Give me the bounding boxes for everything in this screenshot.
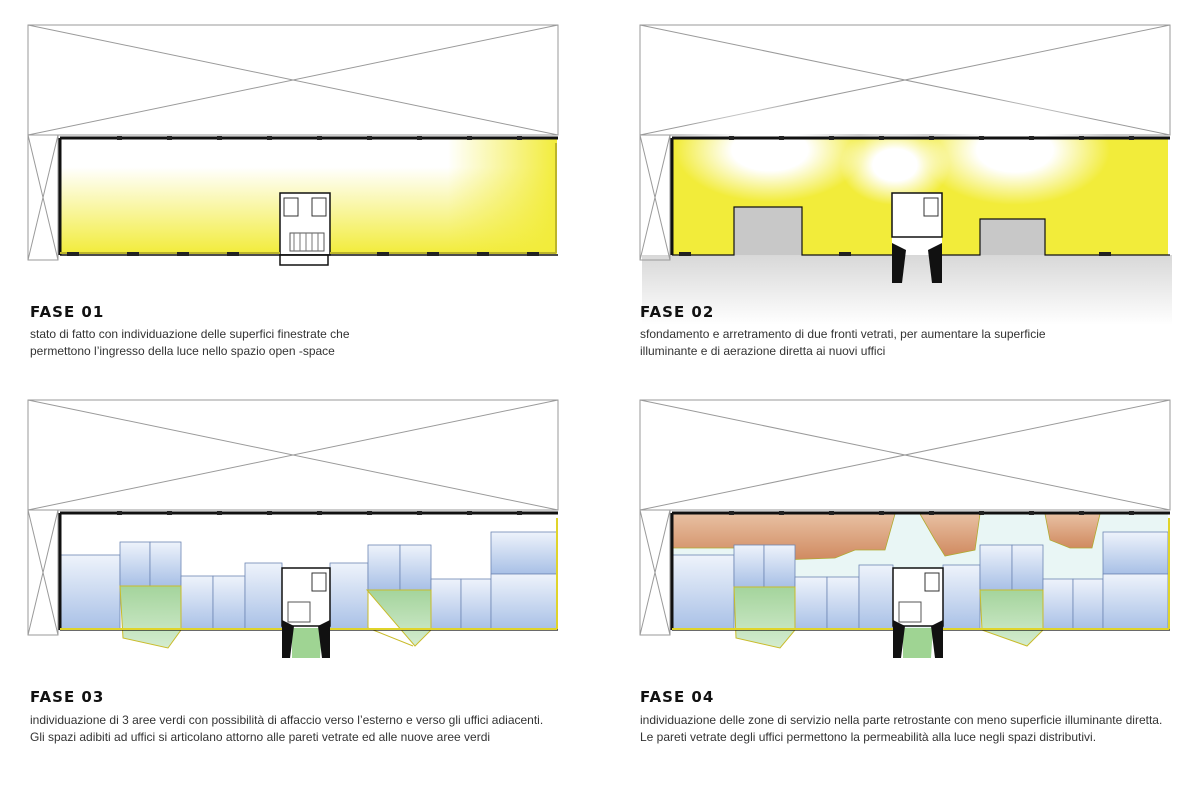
service-core bbox=[891, 192, 943, 283]
exterior-ground bbox=[642, 255, 1172, 325]
green-area bbox=[365, 589, 432, 647]
guide-lines bbox=[27, 24, 559, 261]
window-frames bbox=[60, 518, 558, 630]
columns bbox=[679, 136, 1134, 256]
walls bbox=[58, 136, 558, 256]
plan-fase-03 bbox=[27, 399, 559, 658]
guide-lines bbox=[27, 399, 559, 636]
service-core bbox=[892, 567, 944, 658]
green-area bbox=[119, 585, 182, 649]
phase-description-line: stato di fatto con individuazione delle … bbox=[30, 327, 350, 341]
window-frames bbox=[60, 143, 557, 254]
service-zone bbox=[671, 513, 896, 561]
columns bbox=[117, 511, 522, 515]
phase-title: FASE 01 bbox=[30, 303, 105, 321]
service-core bbox=[281, 567, 331, 658]
green-area bbox=[979, 589, 1044, 647]
walls bbox=[670, 136, 1170, 256]
phase-title: FASE 03 bbox=[30, 688, 105, 706]
phase-description-line: individuazione di 3 aree verdi con possi… bbox=[30, 713, 544, 727]
columns bbox=[729, 511, 1134, 515]
phase-description-line: illuminante e di aerazione diretta ai nu… bbox=[640, 344, 886, 358]
green-area bbox=[903, 628, 933, 658]
phase-title: FASE 04 bbox=[640, 688, 715, 706]
phase-title: FASE 02 bbox=[640, 303, 715, 321]
plan-fase-04 bbox=[639, 399, 1171, 658]
phase-description-line: permettono l’ingresso della luce nello s… bbox=[30, 344, 335, 358]
service-core bbox=[279, 192, 331, 266]
phase-description-line: Le pareti vetrate degli uffici permetton… bbox=[640, 730, 1097, 744]
office-blocks bbox=[671, 531, 1169, 631]
window-frames bbox=[672, 518, 1170, 630]
phase-description-line: individuazione delle zone di servizio ne… bbox=[640, 713, 1163, 727]
guide-lines bbox=[639, 399, 1171, 636]
columns bbox=[67, 136, 539, 256]
plan-fase-01 bbox=[27, 24, 559, 266]
green-area bbox=[292, 628, 322, 658]
office-blocks bbox=[59, 531, 558, 631]
plan-fase-02 bbox=[639, 24, 1172, 325]
recessed-bay bbox=[980, 219, 1045, 255]
recessed-bay bbox=[734, 207, 802, 255]
green-area bbox=[733, 586, 796, 649]
phase-description-line: Gli spazi adibiti ad uffici si articolan… bbox=[30, 730, 491, 744]
phase-description-line: sfondamento e arretramento di due fronti… bbox=[640, 327, 1046, 341]
